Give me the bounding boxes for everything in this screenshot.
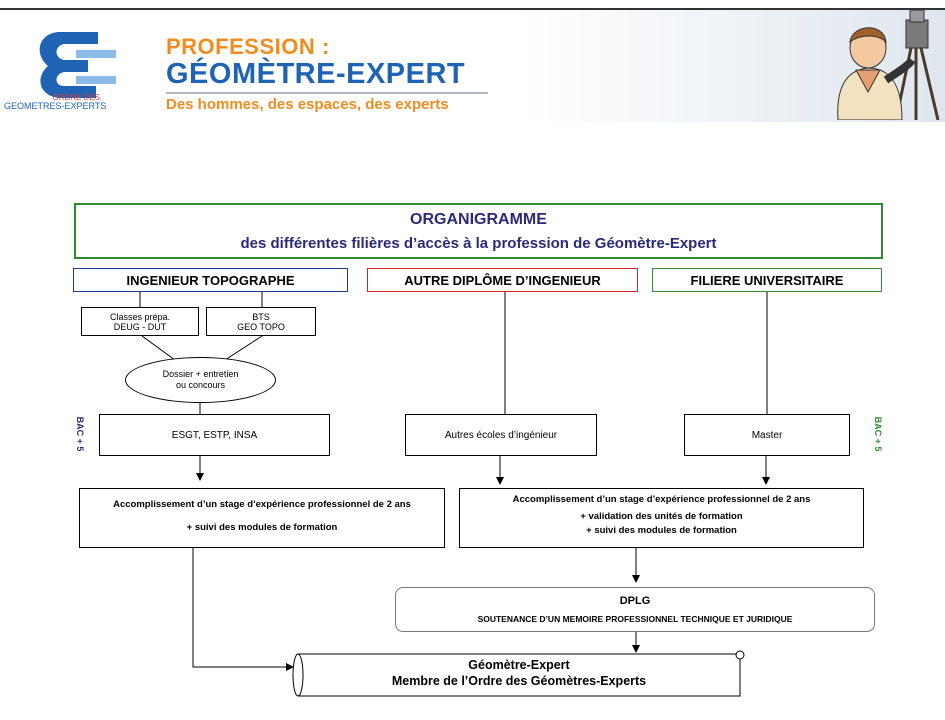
final-line2: Membre de l’Ordre des Géomètres-Experts — [391, 674, 647, 688]
bts-line2: GEO TOPO — [237, 321, 285, 332]
oge-logo-icon — [39, 32, 116, 98]
stage-right-line2: + validation des unités de formation — [580, 511, 743, 522]
bts-box: BTS GEO TOPO — [206, 307, 316, 336]
dossier-line2: ou concours — [175, 380, 226, 390]
final-scroll: Géomètre-Expert Membre de l’Ordre des Gé… — [292, 650, 746, 700]
stage-left-line1: Accomplissement d’un stage d’expérience … — [113, 499, 411, 510]
profession-line2: GÉOMÈTRE-EXPERT — [166, 58, 466, 90]
column-right: FILIERE UNIVERSITAIRE — [652, 268, 882, 292]
surveyor-icon — [837, 9, 940, 121]
bts-line1: BTS — [252, 311, 270, 322]
profession-line1: PROFESSION : — [166, 34, 330, 59]
column-left: INGENIEUR TOPOGRAPHE — [73, 268, 348, 292]
stage-right-line1: Accomplissement d’un stage d’expérience … — [512, 494, 811, 505]
dossier-line1: Dossier + entretien — [162, 369, 239, 379]
classes-line1: Classes prépa. — [109, 311, 171, 322]
surveyor-illustration — [816, 8, 945, 121]
logo — [18, 14, 138, 114]
scroll-shape-icon — [292, 650, 745, 697]
school-right: Master — [684, 414, 850, 456]
school-left: ESGT, ESTP, INSA — [99, 414, 330, 456]
dossier-ellipse: Dossier + entretien ou concours — [125, 357, 276, 403]
dplg-title: DPLG — [619, 595, 651, 607]
stage-right-box: Accomplissement d’un stage d’expérience … — [459, 488, 864, 548]
side-label-right: BAC + 5 — [873, 416, 883, 452]
column-middle: AUTRE DIPLÔME D’INGENIEUR — [367, 268, 638, 292]
header-band — [0, 8, 945, 122]
final-line1: Géomètre-Expert — [468, 658, 570, 672]
title-line2: des différentes filières d’accès à la pr… — [240, 234, 717, 252]
tagline: Des hommes, des espaces, des experts — [166, 96, 449, 113]
logo-org-line1: ORDRE DES — [52, 93, 100, 102]
classes-line2: DEUG - DUT — [113, 321, 167, 332]
stage-left-box: Accomplissement d’un stage d’expérience … — [79, 488, 445, 548]
dplg-box: DPLG SOUTENANCE D’UN MEMOIRE PROFESSIONN… — [395, 587, 875, 632]
stage-right-line3: + suivi des modules de formation — [586, 525, 737, 536]
header-divider — [166, 92, 488, 94]
title-line1: ORGANIGRAMME — [410, 210, 547, 228]
title-box: ORGANIGRAMME des différentes filières d’… — [74, 203, 883, 259]
classes-prepa-box: Classes prépa. DEUG - DUT — [81, 307, 199, 336]
school-middle: Autres écoles d’ingénieur — [405, 414, 597, 456]
logo-org-line2: GEOMETRES-EXPERTS — [4, 101, 107, 111]
stage-left-line2: + suivi des modules de formation — [186, 522, 338, 533]
side-label-left: BAC + 5 — [75, 416, 85, 452]
dplg-text: SOUTENANCE D’UN MEMOIRE PROFESSIONNEL TE… — [477, 614, 793, 624]
